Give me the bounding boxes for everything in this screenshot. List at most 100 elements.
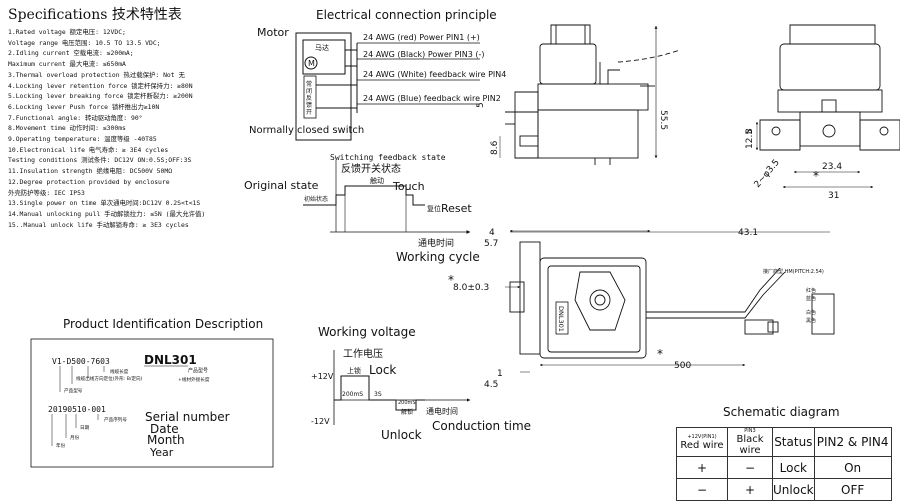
dim-4-5: 4.5	[484, 380, 498, 390]
header-status: Status	[772, 427, 815, 457]
motor-symbol	[304, 56, 318, 70]
original-state-label: Original state	[244, 179, 319, 192]
dim-4: 4	[489, 228, 495, 238]
product-code: V1-D500-7603	[52, 357, 110, 366]
top-view-drawing	[509, 241, 835, 359]
spec-line: 7.Functional angle: 转动驱动角度: 90°	[8, 113, 143, 122]
spec-line: Testing conditions 测试条件: DC12V ON:0.5S;O…	[8, 156, 192, 165]
dim-31: 31	[828, 191, 839, 201]
spec-line: 14.Manual unlocking pull 手动解锁拉力: ≤5N (最大…	[8, 209, 206, 218]
header-black: Black wire	[736, 434, 764, 456]
dim-5: 5	[476, 102, 486, 108]
spec-line: Maximum current 最大电流: ≤650mA	[8, 60, 126, 69]
dim-55-5: 55.5	[658, 110, 668, 130]
row2-red: −	[676, 478, 728, 501]
schematic-table: +12V(PIN1) Red wire PIN3 Black wire Stat…	[676, 427, 892, 501]
spec-line: 5.Locking lever breaking force 锁定杆断裂力: ≥…	[8, 92, 193, 101]
switch-box	[303, 75, 317, 119]
wire-label-2: 24 AWG (Black) Power PIN3 (-)	[363, 50, 485, 59]
pin-color-black: 黑色	[806, 317, 816, 324]
spec-line: 2.Idling current 空载电流: ≤200mA;	[8, 49, 134, 58]
dim-8-0: 8.0±0.3	[453, 283, 489, 293]
motor-box	[302, 39, 346, 75]
row2-status: Unlock	[772, 478, 815, 501]
spec-line: 外壳防护等级: IEC IP53	[8, 188, 85, 197]
date-note-2: 日期	[80, 425, 90, 431]
row2-pins: OFF	[813, 478, 892, 501]
date-note-1: 产品序列号	[104, 416, 127, 423]
specs-list: 1.Rated voltage 额定电压: 12VDC; Voltage ran…	[8, 27, 246, 230]
timing-3s: 3S	[374, 391, 382, 398]
dim-star-c: *	[657, 347, 663, 361]
motor-label: Motor	[257, 26, 289, 39]
spec-line: 15..Manual unlock life 手动解锁寿命: ≥ 3E3 cyc…	[8, 220, 189, 229]
spec-line: 3.Thermal overload protection 热过载保护: Not…	[8, 70, 185, 79]
plus-12v: +12V	[311, 372, 334, 381]
cycle-time-cn: 通电时间	[418, 237, 454, 249]
pin-color-white: 白色	[806, 309, 816, 316]
code-note-1: 线缆长度	[110, 368, 129, 375]
reset-label: Reset	[441, 202, 472, 215]
spec-line: 6.Locking lever Push force 锁杆推出力≥10N	[8, 102, 160, 111]
dim-23-4: 23.4	[822, 162, 842, 172]
feedback-cn: 反馈开关状态	[341, 162, 401, 175]
switching-state-title: Switching feedback state	[330, 153, 446, 162]
unlock-cn: 解锁	[401, 408, 413, 416]
serial-label: Serial number	[145, 410, 230, 424]
spec-line: 10.Electronical life 电气寿命: ≥ 3E4 cycles	[8, 145, 169, 154]
spec-line: 12.Degree protection provided by enclosu…	[8, 177, 170, 186]
code-note-4: 产品型号	[64, 387, 83, 394]
spec-line: 9.Operating temperature: 温度等级 -40T85	[8, 135, 157, 144]
dim-star-a: *	[813, 169, 819, 183]
model-cn: 产品型号	[188, 367, 208, 374]
row1-pins: On	[813, 456, 892, 479]
timing-200ms-a: 200mS	[342, 391, 363, 398]
minus-12v: -12V	[311, 417, 330, 426]
switch-label: Normally closed switch	[249, 125, 364, 136]
schematic-title: Schematic diagram	[723, 405, 840, 419]
schematic-row: + − Lock On	[676, 456, 892, 479]
dim-5-7: 5.7	[484, 239, 498, 249]
side-view-drawing	[505, 24, 681, 165]
model-name: DNL301	[144, 353, 197, 367]
date-note-4: 年份	[56, 442, 66, 449]
switch-cn: 常闭反馈开	[306, 80, 312, 116]
electrical-title: Electrical connection principle	[316, 8, 497, 22]
header-red: Red wire	[680, 439, 724, 451]
schematic-row: − + Unlock OFF	[676, 478, 892, 501]
header-red-wire: +12V(PIN1) Red wire	[676, 427, 728, 457]
date-code: 20190510-001	[48, 405, 106, 414]
date-label: Date	[150, 422, 179, 436]
wire-label-3: 24 AWG (White) feedback wire PIN4	[363, 70, 506, 79]
conduction-label: Conduction time	[432, 419, 531, 433]
timing-200ms-b: 200mS	[398, 400, 416, 406]
voltage-time-cn: 通电时间	[426, 406, 458, 416]
header-pin3: PIN3	[744, 428, 756, 434]
code-note-2: 线缆出线方向定位(外形: B/定向)	[76, 375, 143, 382]
header-black-wire: PIN3 Black wire	[727, 427, 773, 457]
wire-label-4: 24 AWG (Blue) feedback wire PIN2	[363, 94, 501, 103]
touch-cn: 触动	[370, 176, 384, 185]
spec-line: Voltage range 电压范围: 10.5 TO 13.5 VDC;	[8, 38, 161, 47]
spec-line: 4.Locking lever retention force 锁定杆保持力: …	[8, 81, 193, 90]
schematic-header-row: +12V(PIN1) Red wire PIN3 Black wire Stat…	[676, 427, 892, 457]
code-note-3: +线材外接长度	[178, 376, 210, 383]
working-cycle-title: Working cycle	[396, 250, 480, 264]
initial-cn: 初始状态	[304, 195, 328, 203]
spec-line: 11.Insulation strength 绝缘电阻: DC500V 50MΩ	[8, 167, 173, 176]
schematic-box	[295, 32, 352, 141]
row2-black: +	[727, 478, 773, 501]
motor-box-cn: 马达	[315, 43, 329, 52]
voltage-title: Working voltage	[318, 325, 416, 339]
spec-line: 13.Single power on time 单次通电时间:DC12V 0.2…	[8, 199, 201, 208]
dim-2-phi3-5: 2~φ3.5	[753, 158, 782, 190]
lock-label: Lock	[369, 363, 396, 377]
spec-line: 1.Rated voltage 额定电压: 12VDC;	[8, 28, 126, 36]
year-label: Year	[149, 446, 174, 459]
connector-note: 接厂商型 HM(PITCH:2.54)	[763, 268, 824, 275]
dim-12-5: 12.5	[745, 129, 755, 149]
dim-1: 1	[497, 369, 503, 379]
row1-black: −	[727, 456, 773, 479]
housing-label	[555, 301, 569, 335]
